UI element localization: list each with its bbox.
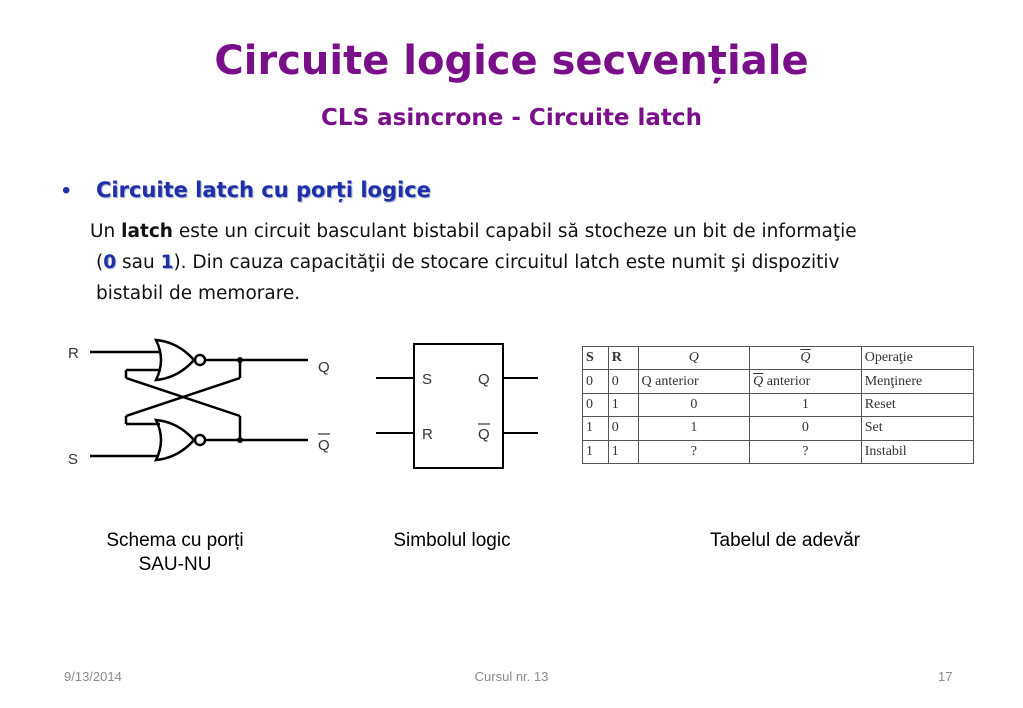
table-cell: 0 [637,392,751,418]
table-cell: ? [637,439,751,465]
table-row: 0 0 Q anterior Q anterior Menţinere [582,369,975,394]
bullet-heading: Circuite latch cu porți logice [96,178,431,202]
table-row: 1 1 ? ? Instabil [582,439,975,465]
symbol-s-label: S [422,371,432,388]
paragraph-line-2: (0 sau 1). Din cauza capacităţii de stoc… [96,252,840,273]
header-s: S [582,345,609,371]
table-cell: 1 [582,439,609,465]
table-cell: 1 [582,416,609,441]
table-cell: 1 [749,392,862,418]
table-cell: 0 [749,416,862,441]
symbol-box [413,343,504,469]
slide-title: Circuite logice secvențiale [214,38,809,84]
body-paragraph: Un latch este un circuit basculant bista… [90,216,976,309]
table-cell: Reset [860,392,975,418]
paragraph-line-1: Un latch este un circuit basculant bista… [90,221,857,242]
bullet-icon: • [62,177,71,204]
table-row: 0 1 0 1 Reset [582,392,975,418]
table-cell: 1 [607,439,639,465]
nor-latch-schematic: R S Q Q [68,338,330,468]
footer-date: 9/13/2014 [64,669,122,684]
truth-table: S R Q Q Operaţie 0 0 Q anterior Q anteri… [582,345,975,465]
table-cell: ? [749,439,862,465]
table-cell: 1 [637,416,751,441]
nor-gate-lower [153,418,196,462]
nor-bubble-lower [193,433,207,447]
symbol-r-label: R [422,426,433,443]
table-cell: 0 [607,369,639,394]
caption-table: Tabelul de adevăr [710,530,860,551]
nor-gate-upper [153,338,196,382]
header-q: Q [637,345,751,371]
table-cell: 0 [582,392,609,418]
table-cell: 0 [607,416,639,441]
footer-course: Cursul nr. 13 [474,669,549,684]
footer-page-number: 17 [938,669,953,684]
schema-s-label: S [68,451,78,468]
table-cell: Menţinere [860,369,975,394]
latch-logic-symbol: S R Q Q [376,343,538,469]
caption-symbol: Simbolul logic [393,530,511,551]
table-cell: 1 [607,392,639,418]
header-r: R [607,345,639,371]
table-header-row: S R Q Q Operaţie [582,345,975,371]
schema-qbar-label: Q [318,437,330,454]
table-cell: Q anterior [749,369,862,394]
table-cell: Q anterior [637,369,751,394]
symbol-qbar-label: Q [478,426,490,443]
header-qbar: Q [749,345,862,371]
schema-q-label: Q [318,359,330,376]
symbol-q-label: Q [478,371,490,388]
table-row: 1 0 1 0 Set [582,416,975,441]
paragraph-line-3: bistabil de memorare. [96,283,301,304]
table-cell: Instabil [860,439,975,465]
schema-r-label: R [68,345,79,362]
header-operation: Operaţie [860,345,975,371]
nor-bubble-upper [193,353,207,367]
table-cell: Set [860,416,975,441]
qbar-glyph: Q [753,373,764,389]
slide-subtitle: CLS asincrone - Circuite latch [321,105,702,131]
table-cell: 0 [582,369,609,394]
